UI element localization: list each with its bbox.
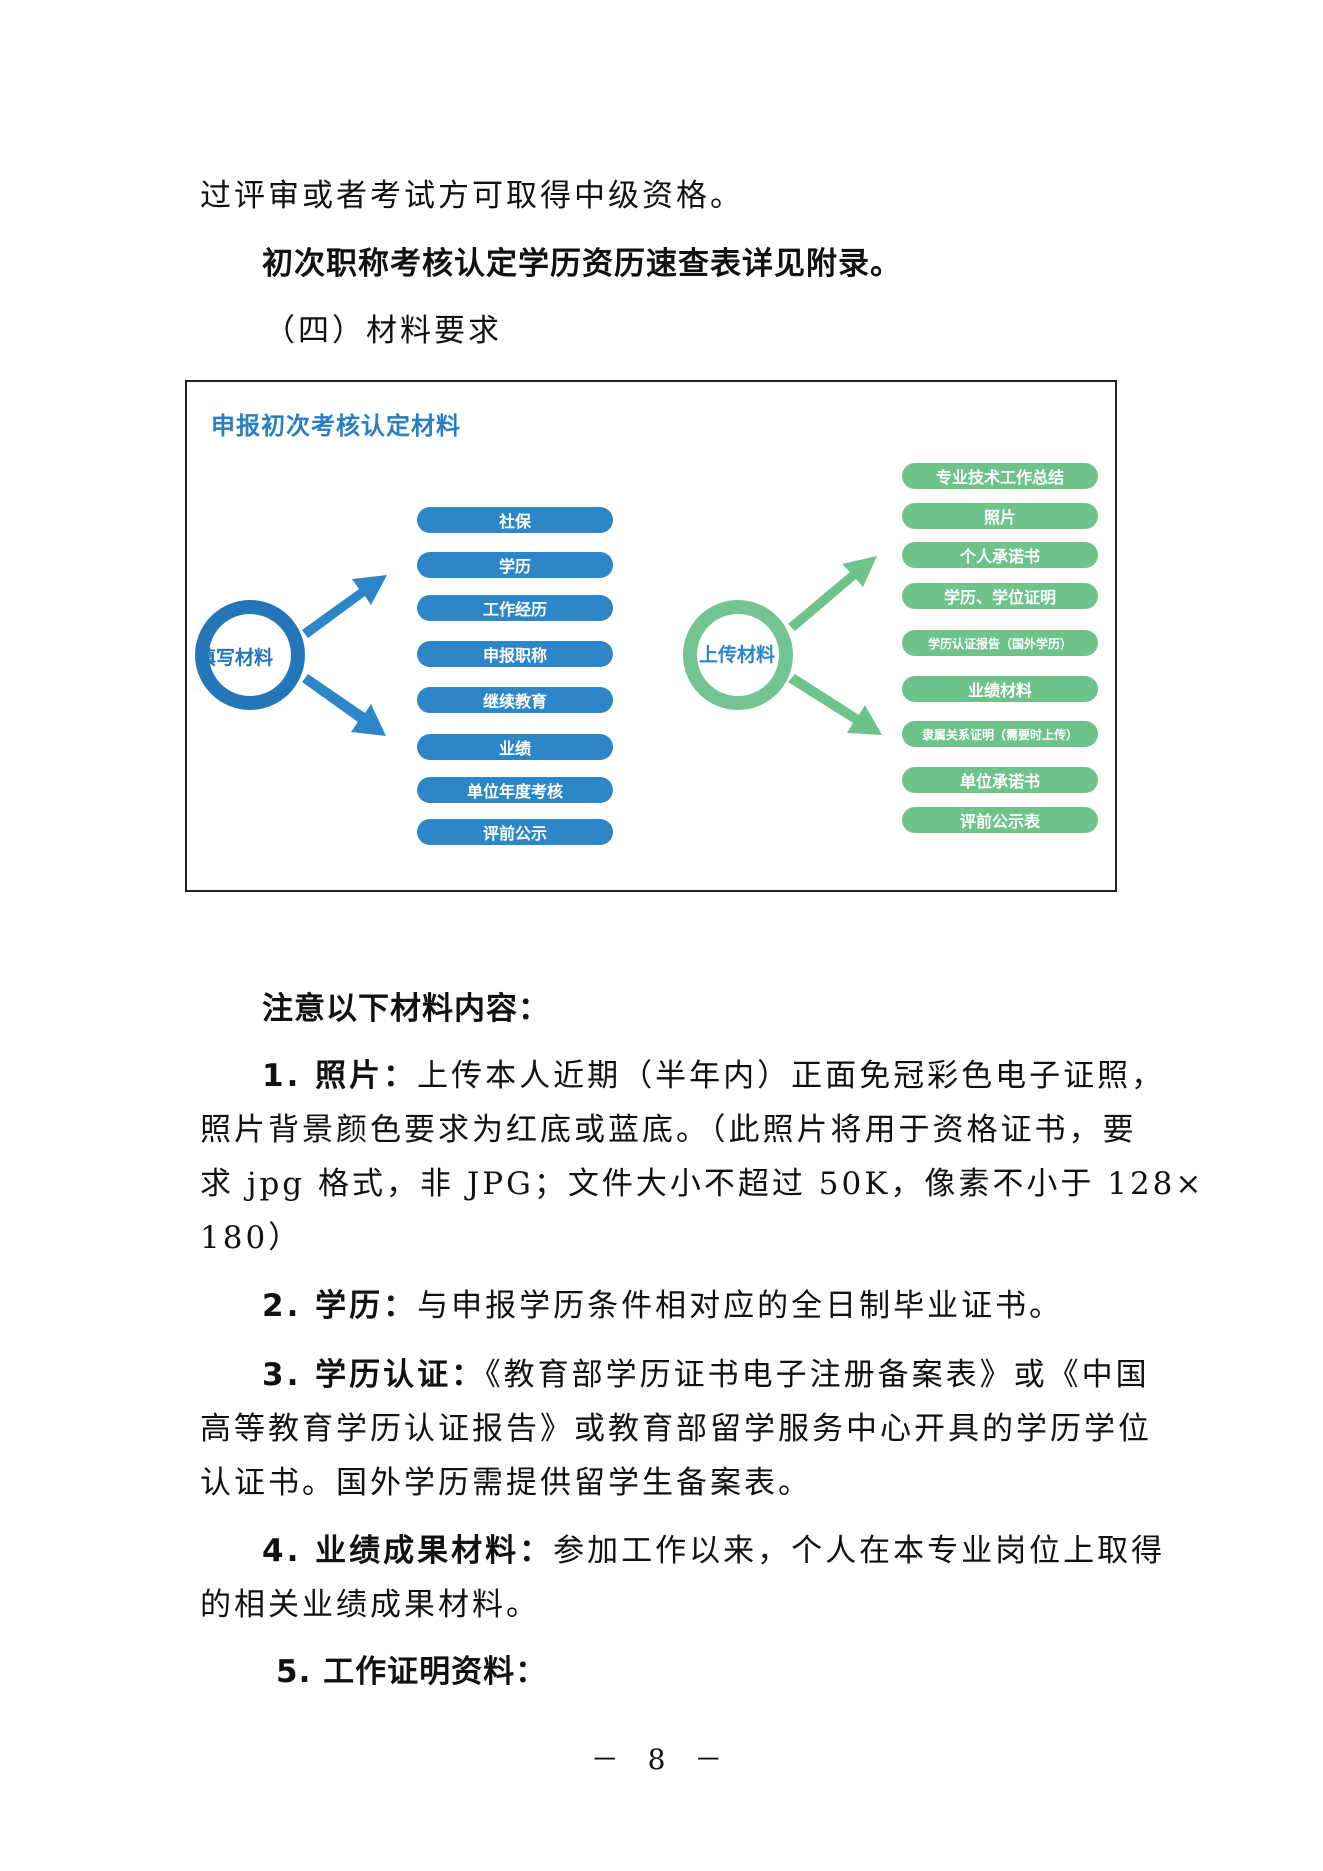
note-4-line-1: 4. 业绩成果材料：参加工作以来，个人在本专业岗位上取得 (262, 1525, 1165, 1570)
upload-item: 隶属关系证明（需要时上传） (902, 721, 1098, 747)
fill-item: 申报职称 (417, 641, 613, 667)
appendix-note: 初次职称考核认定学历资历速查表详见附录。 (262, 246, 902, 282)
note-2-label: 2. 学历： (262, 1288, 418, 1324)
upload-item: 学历、学位证明 (902, 583, 1098, 609)
diagram-title: 申报初次考核认定材料 (211, 412, 461, 440)
upload-item: 照片 (902, 503, 1098, 529)
section-heading: （四）材料要求 (264, 313, 502, 349)
notes-heading: 注意以下材料内容： (262, 991, 550, 1027)
arrow-upload-up (788, 556, 877, 631)
fill-item: 单位年度考核 (417, 777, 613, 803)
note-5-heading: 5. 工作证明资料： (276, 1654, 548, 1690)
fill-item: 学历 (417, 552, 613, 578)
upload-item: 单位承诺书 (902, 767, 1098, 793)
fill-item: 工作经历 (417, 595, 613, 621)
upload-item: 专业技术工作总结 (902, 463, 1098, 489)
fill-item: 继续教育 (417, 687, 613, 713)
note-1-line-4: 180） (200, 1220, 303, 1256)
fill-item: 社保 (417, 507, 613, 533)
upload-item: 学历认证报告（国外学历） (902, 630, 1098, 656)
upload-materials-label: 上传材料 (699, 644, 776, 666)
fill-materials-label: 填写材料 (197, 647, 274, 669)
upload-item: 评前公示表 (902, 807, 1098, 833)
fill-item: 评前公示 (417, 819, 613, 845)
note-3-line-1: 3. 学历认证：《教育部学历证书电子注册备案表》或《中国 (262, 1349, 1150, 1394)
materials-diagram: 申报初次考核认定材料 填写材料 上传材料 社保 学历 工作经历 申报职称 继续教… (185, 380, 1117, 892)
arrow-fill-up (302, 575, 387, 638)
arrow-upload-down (788, 674, 882, 735)
fill-item: 业绩 (417, 734, 613, 760)
text-line-1: 过评审或者考试方可取得中级资格。 (200, 178, 744, 214)
note-1-label: 1. 照片： (262, 1058, 418, 1094)
note-3-label: 3. 学历认证： (262, 1357, 486, 1393)
note-4-text: 参加工作以来，个人在本专业岗位上取得 (553, 1533, 1166, 1569)
note-2-text: 与申报学历条件相对应的全日制毕业证书。 (417, 1288, 1064, 1324)
note-1-line-2: 照片背景颜色要求为红底或蓝底。（此照片将用于资格证书，要 (200, 1112, 1137, 1148)
note-1-line-3: 求 jpg 格式，非 JPG；文件大小不超过 50K，像素不小于 128× (200, 1166, 1205, 1202)
note-3-text: 《教育部学历证书电子注册备案表》或《中国 (485, 1357, 1150, 1393)
note-1-text: 上传本人近期（半年内）正面免冠彩色电子证照， (417, 1058, 1166, 1094)
diagram-arrows (302, 556, 882, 736)
note-3-line-3: 认证书。国外学历需提供留学生备案表。 (200, 1465, 812, 1501)
note-1-line-1: 1. 照片：上传本人近期（半年内）正面免冠彩色电子证照， (262, 1050, 1165, 1095)
upload-item: 业绩材料 (902, 676, 1098, 702)
note-2: 2. 学历：与申报学历条件相对应的全日制毕业证书。 (262, 1280, 1063, 1325)
note-4-line-2: 的相关业绩成果材料。 (200, 1587, 540, 1623)
note-4-label: 4. 业绩成果材料： (262, 1533, 554, 1569)
upload-item: 个人承诺书 (902, 542, 1098, 568)
page-number: － 8 － (590, 1743, 733, 1776)
arrow-fill-down (302, 674, 386, 736)
note-3-line-2: 高等教育学历认证报告》或教育部留学服务中心开具的学历学位 (200, 1411, 1152, 1447)
